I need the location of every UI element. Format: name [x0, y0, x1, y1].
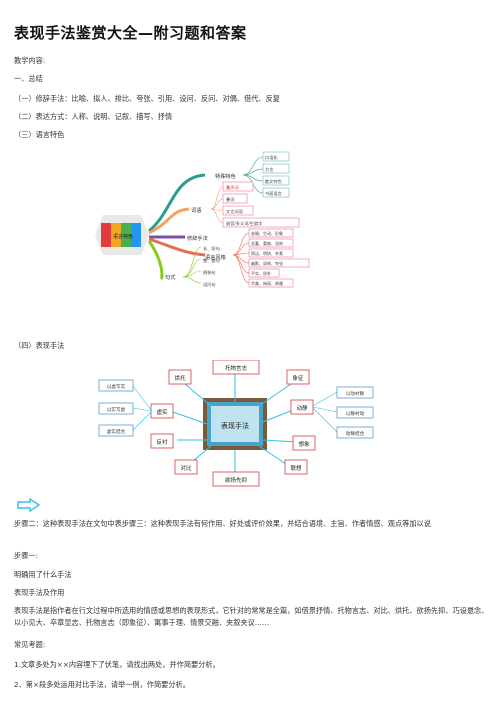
language-features-mindmap: 语言特色 特殊特色 词语 修辞手法 语言风格 句式 口语化 方言 散文特色 书面… [95, 151, 310, 288]
expression-line: （二）表达方式：人称、说明、记叙、描写、抒情 [14, 112, 173, 121]
node-fanchen: 反衬 [156, 438, 168, 446]
leaf-dj-3: 动静结合 [346, 430, 365, 437]
node-xiangxiang: 想象 [298, 440, 310, 448]
step-two-line: 步骤二：这种表现手法在文句中表步骤三：这种表现手法有何作用、好处或评价效果，并结… [14, 519, 431, 528]
leaf-style-2: 含蓄、委婉、深刻 [251, 240, 283, 246]
summary-heading: 一、总结 [14, 74, 43, 83]
leaf-dj-2: 以静衬动 [346, 410, 365, 417]
leaf-xu-2: 以实写虚 [107, 406, 126, 413]
node-yuyang: 欲扬先抑 [225, 476, 248, 484]
leaf-style-6: 华美、绚丽、典雅 [251, 280, 283, 286]
question-1: 1.文章多处为××内容埋下了伏笔，请找出两处，并作简要分析。 [14, 660, 220, 669]
technique-definition: 表现手法是指作者在行文过程中所选用的情感或思想的表现形式，它针对的常常是全篇，如… [14, 606, 489, 627]
node-xiangzheng: 象征 [292, 374, 304, 382]
technique-effect-heading: 表现手法及作用 [14, 588, 65, 597]
leaf-prose: 散文特色 [265, 178, 283, 185]
step-one-label: 步骤一: [14, 551, 38, 560]
techniques-mindmap: 表现手法 烘托 托物言志 象征 虚实 动静 反衬 想象 对比 联想 欲扬先抑 [98, 360, 374, 487]
branch-rhetoric: 修辞手法 [187, 234, 208, 242]
node-xushi: 虚实 [156, 408, 168, 416]
leaf-sentence-3: 倒装句 [203, 269, 216, 276]
branch-style: 语言风格 [205, 253, 227, 261]
leaf-classical: 文言词语 [226, 208, 243, 215]
node-lianxiang: 联想 [290, 464, 302, 472]
leaf-xu-1: 以虚写实 [107, 383, 126, 390]
page-title: 表现手法鉴赏大全—附习题和答案 [14, 24, 247, 42]
arrow-right-icon [17, 498, 41, 512]
node-tuowu: 托物言志 [225, 364, 248, 372]
node-duibi: 对比 [180, 464, 192, 472]
leaf-doubled: 叠声词 [226, 184, 239, 191]
branch-special: 特殊特色 [215, 172, 236, 180]
node-hongtuo: 烘托 [174, 374, 186, 382]
question-2: 2、第×段多处运用对比手法，请举一例，作简要分析。 [14, 680, 190, 689]
leaf-sentence-1: 长、短句 [203, 245, 220, 252]
branch-sentence: 句式 [165, 273, 176, 281]
node-dongjing: 动静 [296, 404, 308, 412]
leaf-dj-1: 以动衬静 [346, 390, 365, 397]
branch-words: 词语 [191, 206, 201, 214]
leaf-pun: 谐音/多义词/生僻字 [226, 220, 262, 227]
leaf-reduplicated: 叠词 [226, 196, 234, 203]
identify-technique-line: 明确用了什么手法 [14, 570, 72, 579]
leaf-sentence-2: 整、散句 [203, 257, 220, 264]
center-node: 语言特色 [113, 233, 133, 240]
leaf-style-5: 平实、质朴 [251, 270, 271, 276]
leaf-style-4: 幽默、讽刺、夸张 [251, 260, 283, 266]
leaf-dialect: 方言 [265, 166, 273, 173]
leaf-written: 书面语言 [265, 190, 282, 197]
common-questions-label: 常见考题: [14, 640, 46, 649]
leaf-sentence-4: 设问句 [203, 281, 216, 288]
center-board: 表现手法 [221, 421, 249, 430]
leaf-style-1: 准确、生动、形象 [251, 230, 283, 236]
leaf-style-3: 简洁、明快、朴素 [251, 250, 283, 256]
rhetoric-line: （一）修辞手法：比喻、拟人、排比、夸张、引用、设问、反问、对偶、借代、反复 [14, 94, 280, 103]
teaching-content-label: 教学内容: [14, 56, 46, 65]
leaf-colloquial: 口语化 [265, 154, 278, 161]
language-heading: （三）语言特色 [14, 130, 65, 139]
leaf-xu-3: 虚实结合 [107, 428, 126, 435]
techniques-heading: （四）表现手法 [14, 341, 65, 350]
